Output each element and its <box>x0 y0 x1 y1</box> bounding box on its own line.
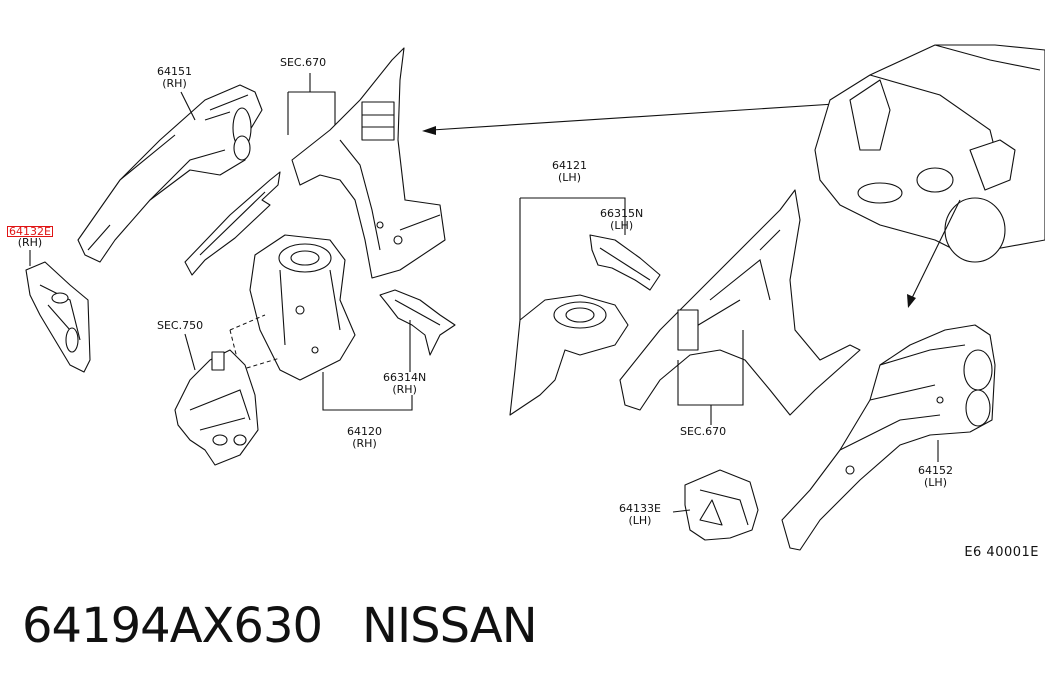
part-side: (LH) <box>924 476 947 489</box>
part-number: 64121 <box>552 159 587 172</box>
label-64151: 64151 (RH) <box>157 66 192 90</box>
part-66314n-drawing <box>379 289 456 356</box>
part-side: (LH) <box>610 219 634 232</box>
label-sec750: SEC.750 <box>157 320 203 332</box>
brand-caption: NISSAN <box>362 598 538 654</box>
label-sec670-bottom: SEC.670 <box>680 426 726 438</box>
part-64152-drawing <box>781 324 996 551</box>
label-sec670-top: SEC.670 <box>280 57 326 69</box>
part-side: (RH) <box>17 236 43 249</box>
diagram-code: E6 40001E <box>964 545 1039 560</box>
part-sec670-panel-drawing <box>291 47 446 279</box>
part-sec750-drawing <box>174 349 259 466</box>
section-ref: SEC.750 <box>157 319 204 332</box>
part-64133e-drawing <box>684 469 759 541</box>
part-64120-drawing <box>249 234 356 381</box>
part-side: (RH) <box>392 383 417 396</box>
part-side: (LH) <box>558 171 581 184</box>
part-number: 66314N <box>383 371 427 384</box>
section-ref: SEC.670 <box>680 425 727 438</box>
part-number: 64152 <box>918 464 953 477</box>
part-side: (RH) <box>352 437 377 450</box>
label-64132e-highlighted[interactable]: 64132E (RH) <box>7 226 53 249</box>
part-number-highlight[interactable]: 64132E <box>7 225 53 238</box>
part-number: 64133E <box>619 502 661 515</box>
part-64132e-drawing <box>25 261 91 373</box>
car-overview-drawing <box>814 44 1045 263</box>
part-64151-drawing <box>77 84 263 263</box>
part-number-caption: 64194AX630 <box>22 598 323 654</box>
label-64120: 64120 (RH) <box>347 426 382 450</box>
label-64152: 64152 (LH) <box>918 465 953 489</box>
part-number: 64151 <box>157 65 192 78</box>
label-64133e: 64133E (LH) <box>619 503 661 527</box>
part-64121-drawing <box>509 294 629 416</box>
part-number: 66315N <box>600 207 644 220</box>
part-side: (RH) <box>162 77 187 90</box>
part-number: 64120 <box>347 425 382 438</box>
label-66315n: 66315N (LH) <box>600 208 643 232</box>
label-64121: 64121 (LH) <box>552 160 587 184</box>
parts-diagram <box>25 44 1045 551</box>
label-66314n: 66314N (RH) <box>383 372 426 396</box>
brace-drawing <box>184 171 281 276</box>
part-side: (LH) <box>628 514 652 527</box>
part-sec670-lh-panel-drawing <box>619 189 861 416</box>
footer-caption: 64194AX630 NISSAN <box>22 598 538 658</box>
section-ref: SEC.670 <box>280 56 327 69</box>
part-66315n-drawing <box>589 234 661 291</box>
